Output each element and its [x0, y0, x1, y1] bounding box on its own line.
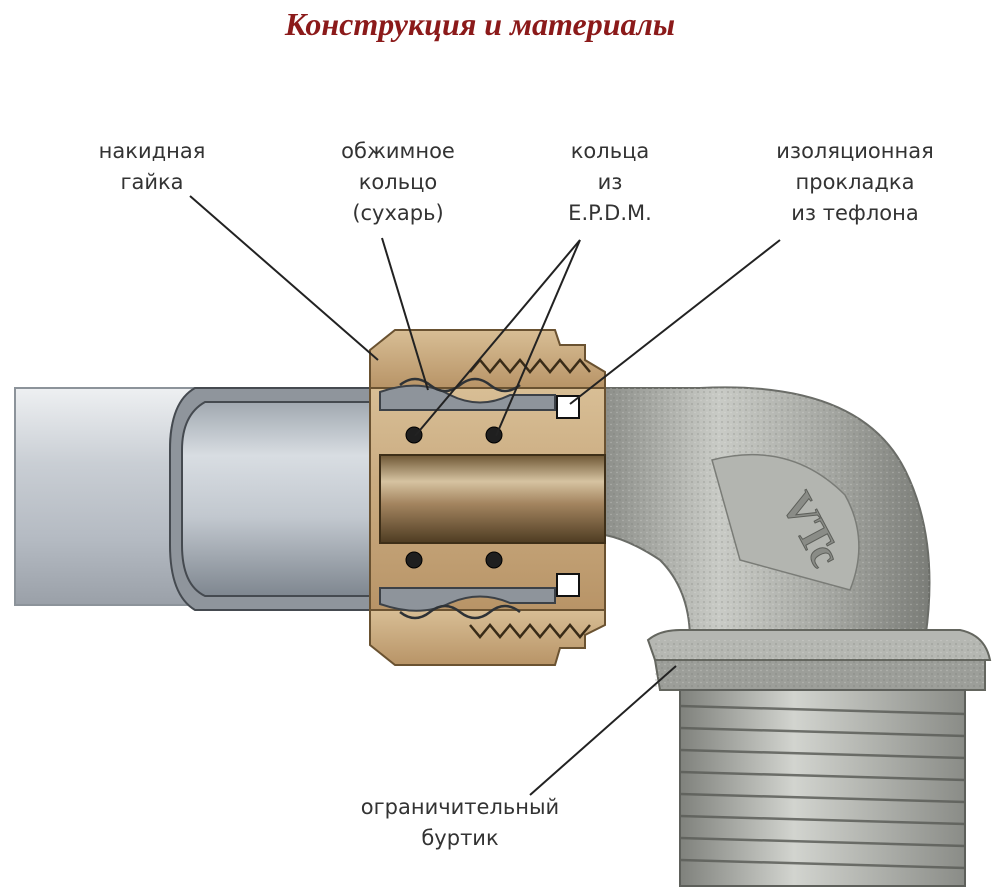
label-crimp-ring: обжимное кольцо (сухарь)	[341, 139, 455, 225]
label-epdm-rings: кольца из E.P.D.M.	[568, 139, 652, 225]
male-thread	[679, 689, 966, 887]
label-limiting-collar: ограничительный буртик	[360, 795, 560, 850]
leader-lines	[189, 195, 781, 796]
label-union-nut: накидная гайка	[98, 139, 206, 194]
label-teflon-gasket: изоляционная прокладка из тефлона	[776, 139, 934, 225]
elbow-body	[604, 386, 931, 641]
diagram-title: Конструкция и материалы	[284, 6, 676, 42]
